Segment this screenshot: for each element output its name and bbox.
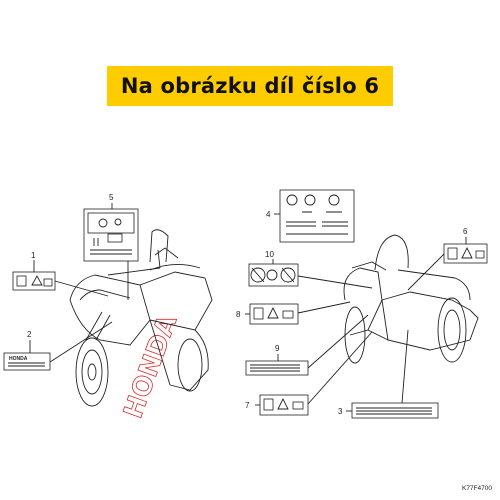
right-scooter-drawing xyxy=(343,234,479,364)
title-banner: Na obrázku díl číslo 6 xyxy=(107,66,393,106)
callout-10: 10 xyxy=(265,250,274,259)
callout-2: 2 xyxy=(27,330,32,339)
label-3: 3 xyxy=(338,329,439,419)
label-4: 4 xyxy=(266,189,355,243)
callout-6: 6 xyxy=(463,227,468,236)
label-9: 9 xyxy=(245,314,369,376)
title-text: Na obrázku díl číslo 6 xyxy=(120,74,380,98)
callout-8: 8 xyxy=(236,310,241,319)
callout-5: 5 xyxy=(109,193,114,202)
label-10: 10 xyxy=(248,250,373,289)
label-6: 6 xyxy=(407,227,488,291)
label-8: 8 xyxy=(236,301,351,325)
callout-9: 9 xyxy=(275,344,280,353)
honda-watermark: HONDA xyxy=(118,311,184,423)
label-2: HONDA 2 xyxy=(3,321,113,371)
label-1: 1 xyxy=(12,251,109,297)
diagram-code: K77F4700 xyxy=(462,485,492,492)
callout-3: 3 xyxy=(338,407,343,416)
label-7: 7 xyxy=(245,331,373,416)
callout-4: 4 xyxy=(266,210,271,219)
left-scooter-drawing xyxy=(69,229,213,407)
label-2-logo: HONDA xyxy=(9,356,28,362)
label-5: 5 xyxy=(83,193,139,300)
watermark-text: HONDA xyxy=(118,311,183,422)
callout-7: 7 xyxy=(245,401,250,410)
callout-1: 1 xyxy=(31,251,36,260)
